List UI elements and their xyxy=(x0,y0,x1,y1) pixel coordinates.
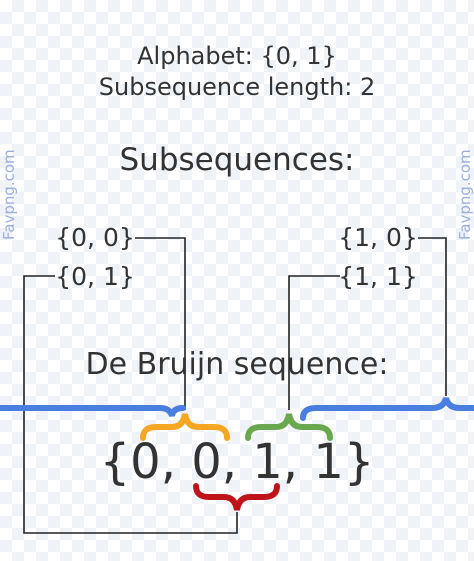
de-bruijn-heading: De Bruijn sequence: xyxy=(86,347,389,382)
subsequence-01: {0, 1} xyxy=(55,262,135,291)
yellow-brace xyxy=(140,413,230,441)
connector-10 xyxy=(418,237,447,396)
watermark-left: Favpng.com xyxy=(0,149,18,240)
watermark-right: Favpng.com xyxy=(456,149,474,240)
subsequence-10: {1, 0} xyxy=(338,223,418,252)
red-brace xyxy=(193,483,280,511)
de-bruijn-sequence: {0, 0, 1, 1} xyxy=(100,434,375,490)
connector-11 xyxy=(288,275,340,410)
connector-00 xyxy=(135,237,186,410)
green-brace xyxy=(245,413,333,441)
subsequence-11: {1, 1} xyxy=(338,262,418,291)
blue-brace-right xyxy=(300,397,474,421)
alphabet-text: Alphabet: {0, 1} xyxy=(137,42,337,70)
connector-lines xyxy=(23,237,447,534)
subsequences-heading: Subsequences: xyxy=(120,142,355,178)
subsequence-00: {0, 0} xyxy=(55,223,135,252)
connector-01 xyxy=(23,275,238,534)
blue-brace-left xyxy=(0,405,186,417)
subsequence-length-text: Subsequence length: 2 xyxy=(99,73,375,101)
